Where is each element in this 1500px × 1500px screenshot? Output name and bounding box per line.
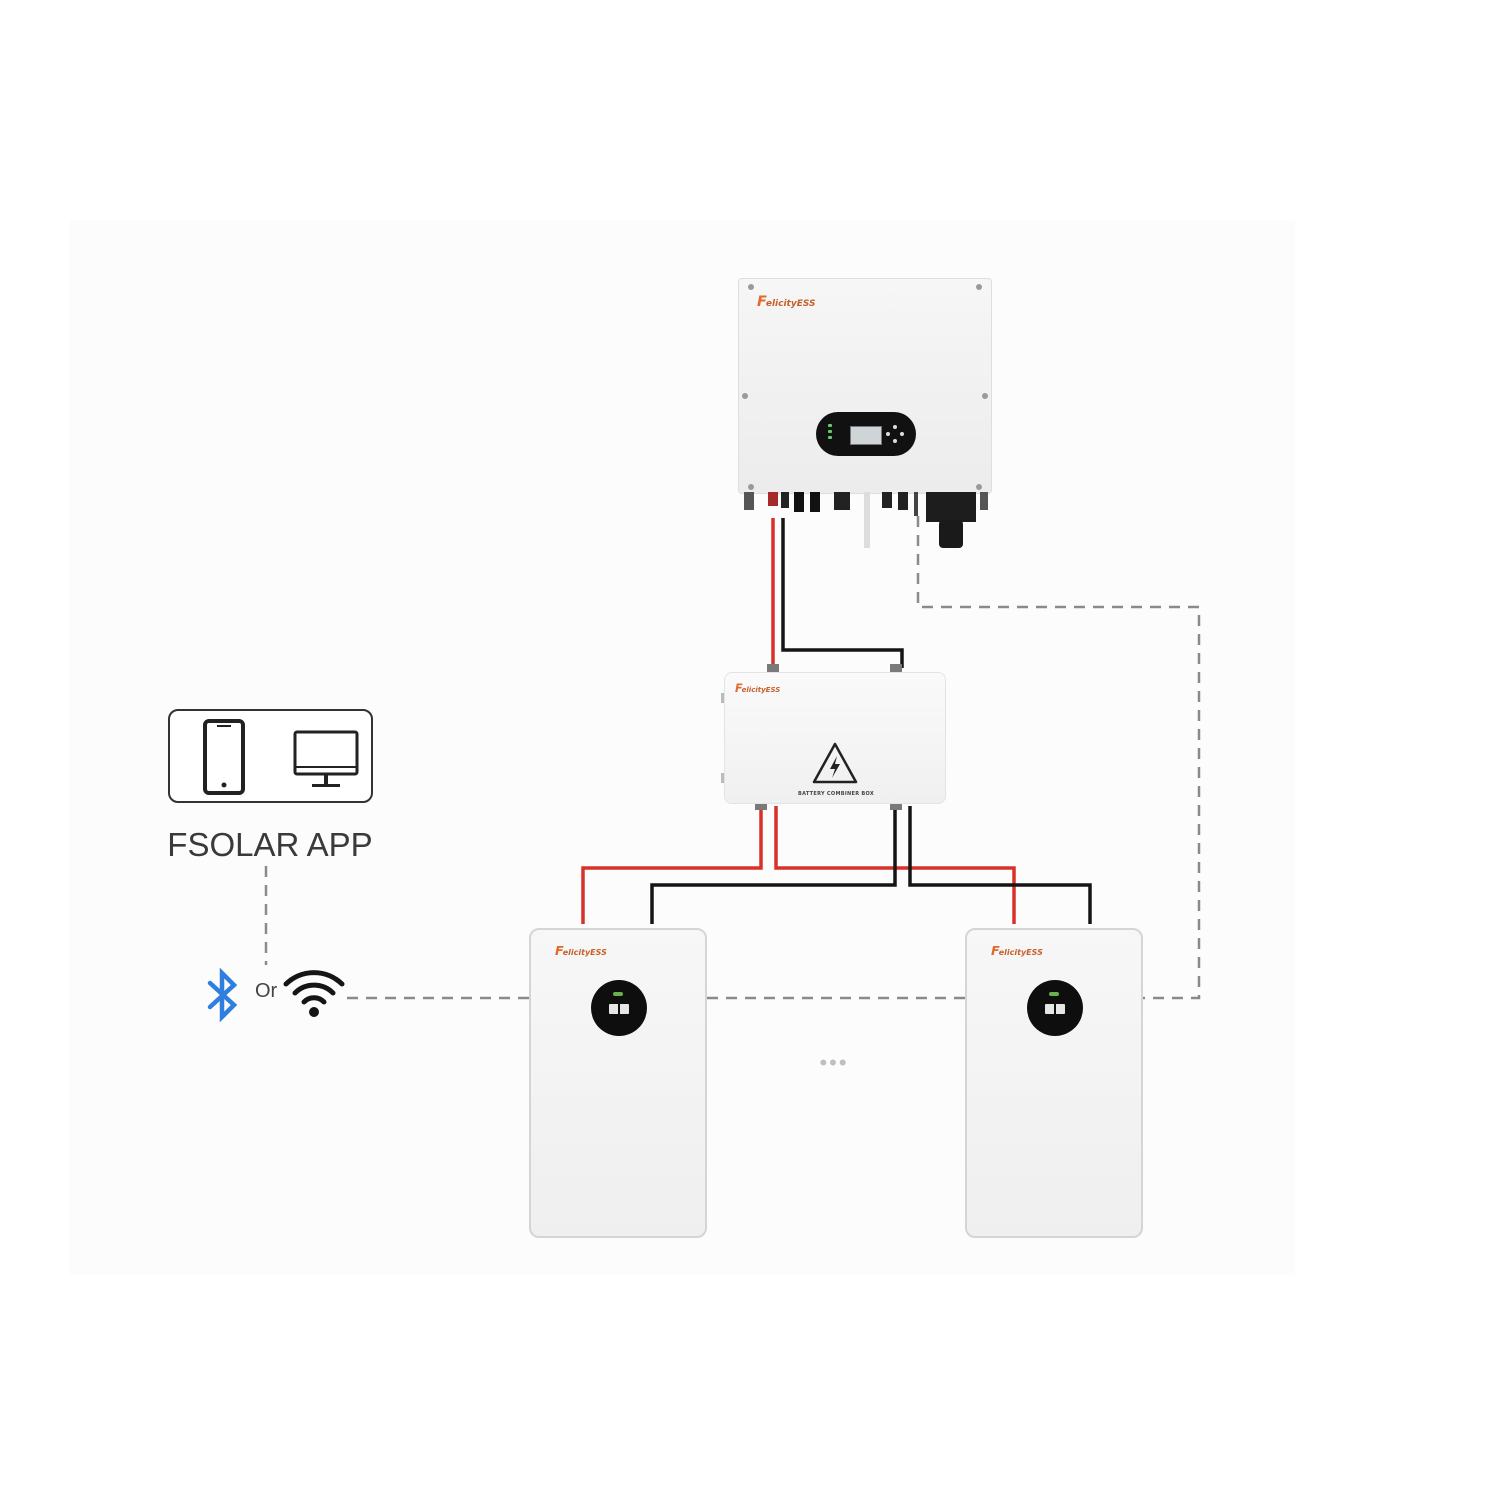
lcd-screen: [850, 426, 882, 445]
monitor-icon: [293, 730, 359, 787]
brand-f-icon: F: [991, 944, 1000, 959]
negative-cable-battery-2: [908, 806, 1092, 924]
control-keys: [886, 425, 904, 443]
battery-1-logo: FelicityESS: [555, 944, 607, 959]
inverter-brand-text: elicityESS: [765, 299, 816, 309]
battery-1-display: [591, 980, 647, 1036]
leaf-icon: [613, 992, 623, 996]
brand-f-icon: F: [555, 944, 564, 959]
inverter-ports: [744, 492, 988, 548]
or-text: Or: [255, 980, 278, 1002]
screw: [742, 393, 748, 399]
app-label: FSOLAR APP: [167, 826, 373, 863]
battery-status-icon: [609, 1004, 629, 1014]
battery-module-2: FelicityESS: [965, 928, 1143, 1238]
battery-2-logo: FelicityESS: [991, 944, 1043, 959]
leaf-icon: [1049, 992, 1059, 996]
bluetooth-icon: [207, 967, 238, 1023]
combiner-box-label: BATTERY COMBINER BOX: [797, 791, 875, 797]
negative-cable-battery-1: [650, 806, 897, 924]
screw: [748, 284, 754, 290]
phone-icon: [203, 719, 245, 795]
battery-2-display: [1027, 980, 1083, 1036]
combiner-brand-text: elicityESS: [741, 686, 781, 694]
brand-f-icon: F: [735, 682, 743, 695]
brand-f-icon: F: [757, 294, 767, 310]
cable-terminals: [755, 664, 902, 810]
side-port: [721, 693, 724, 703]
screw: [976, 284, 982, 290]
hybrid-inverter: FelicityESS: [738, 278, 992, 494]
screw: [982, 393, 988, 399]
status-leds: [828, 424, 834, 442]
negative-cable-inverter-combiner: [781, 518, 904, 668]
battery-status-icon: [1045, 1004, 1065, 1014]
negative-cables: [650, 518, 1092, 924]
combiner-logo: FelicityESS: [735, 683, 780, 694]
battery-combiner-box: FelicityESS BATTERY COMBINER BOX: [721, 672, 946, 804]
battery-2-brand-text: elicityESS: [998, 948, 1043, 957]
battery-1-brand-text: elicityESS: [562, 948, 607, 957]
battery-module-1: FelicityESS: [529, 928, 707, 1238]
comm-line-inverter: [916, 516, 1201, 1000]
screw: [748, 484, 754, 490]
positive-cable-battery-1: [581, 806, 763, 924]
app-devices-box: [168, 709, 373, 803]
more-batteries-ellipsis: •••: [819, 1050, 849, 1075]
communication-lines: [264, 516, 1201, 1000]
screw: [976, 484, 982, 490]
side-port: [721, 773, 724, 783]
inverter-logo: FelicityESS: [757, 295, 816, 309]
inverter-display-panel: [816, 412, 916, 456]
wifi-icon: [283, 970, 345, 1017]
high-voltage-warning-icon: [812, 742, 858, 784]
